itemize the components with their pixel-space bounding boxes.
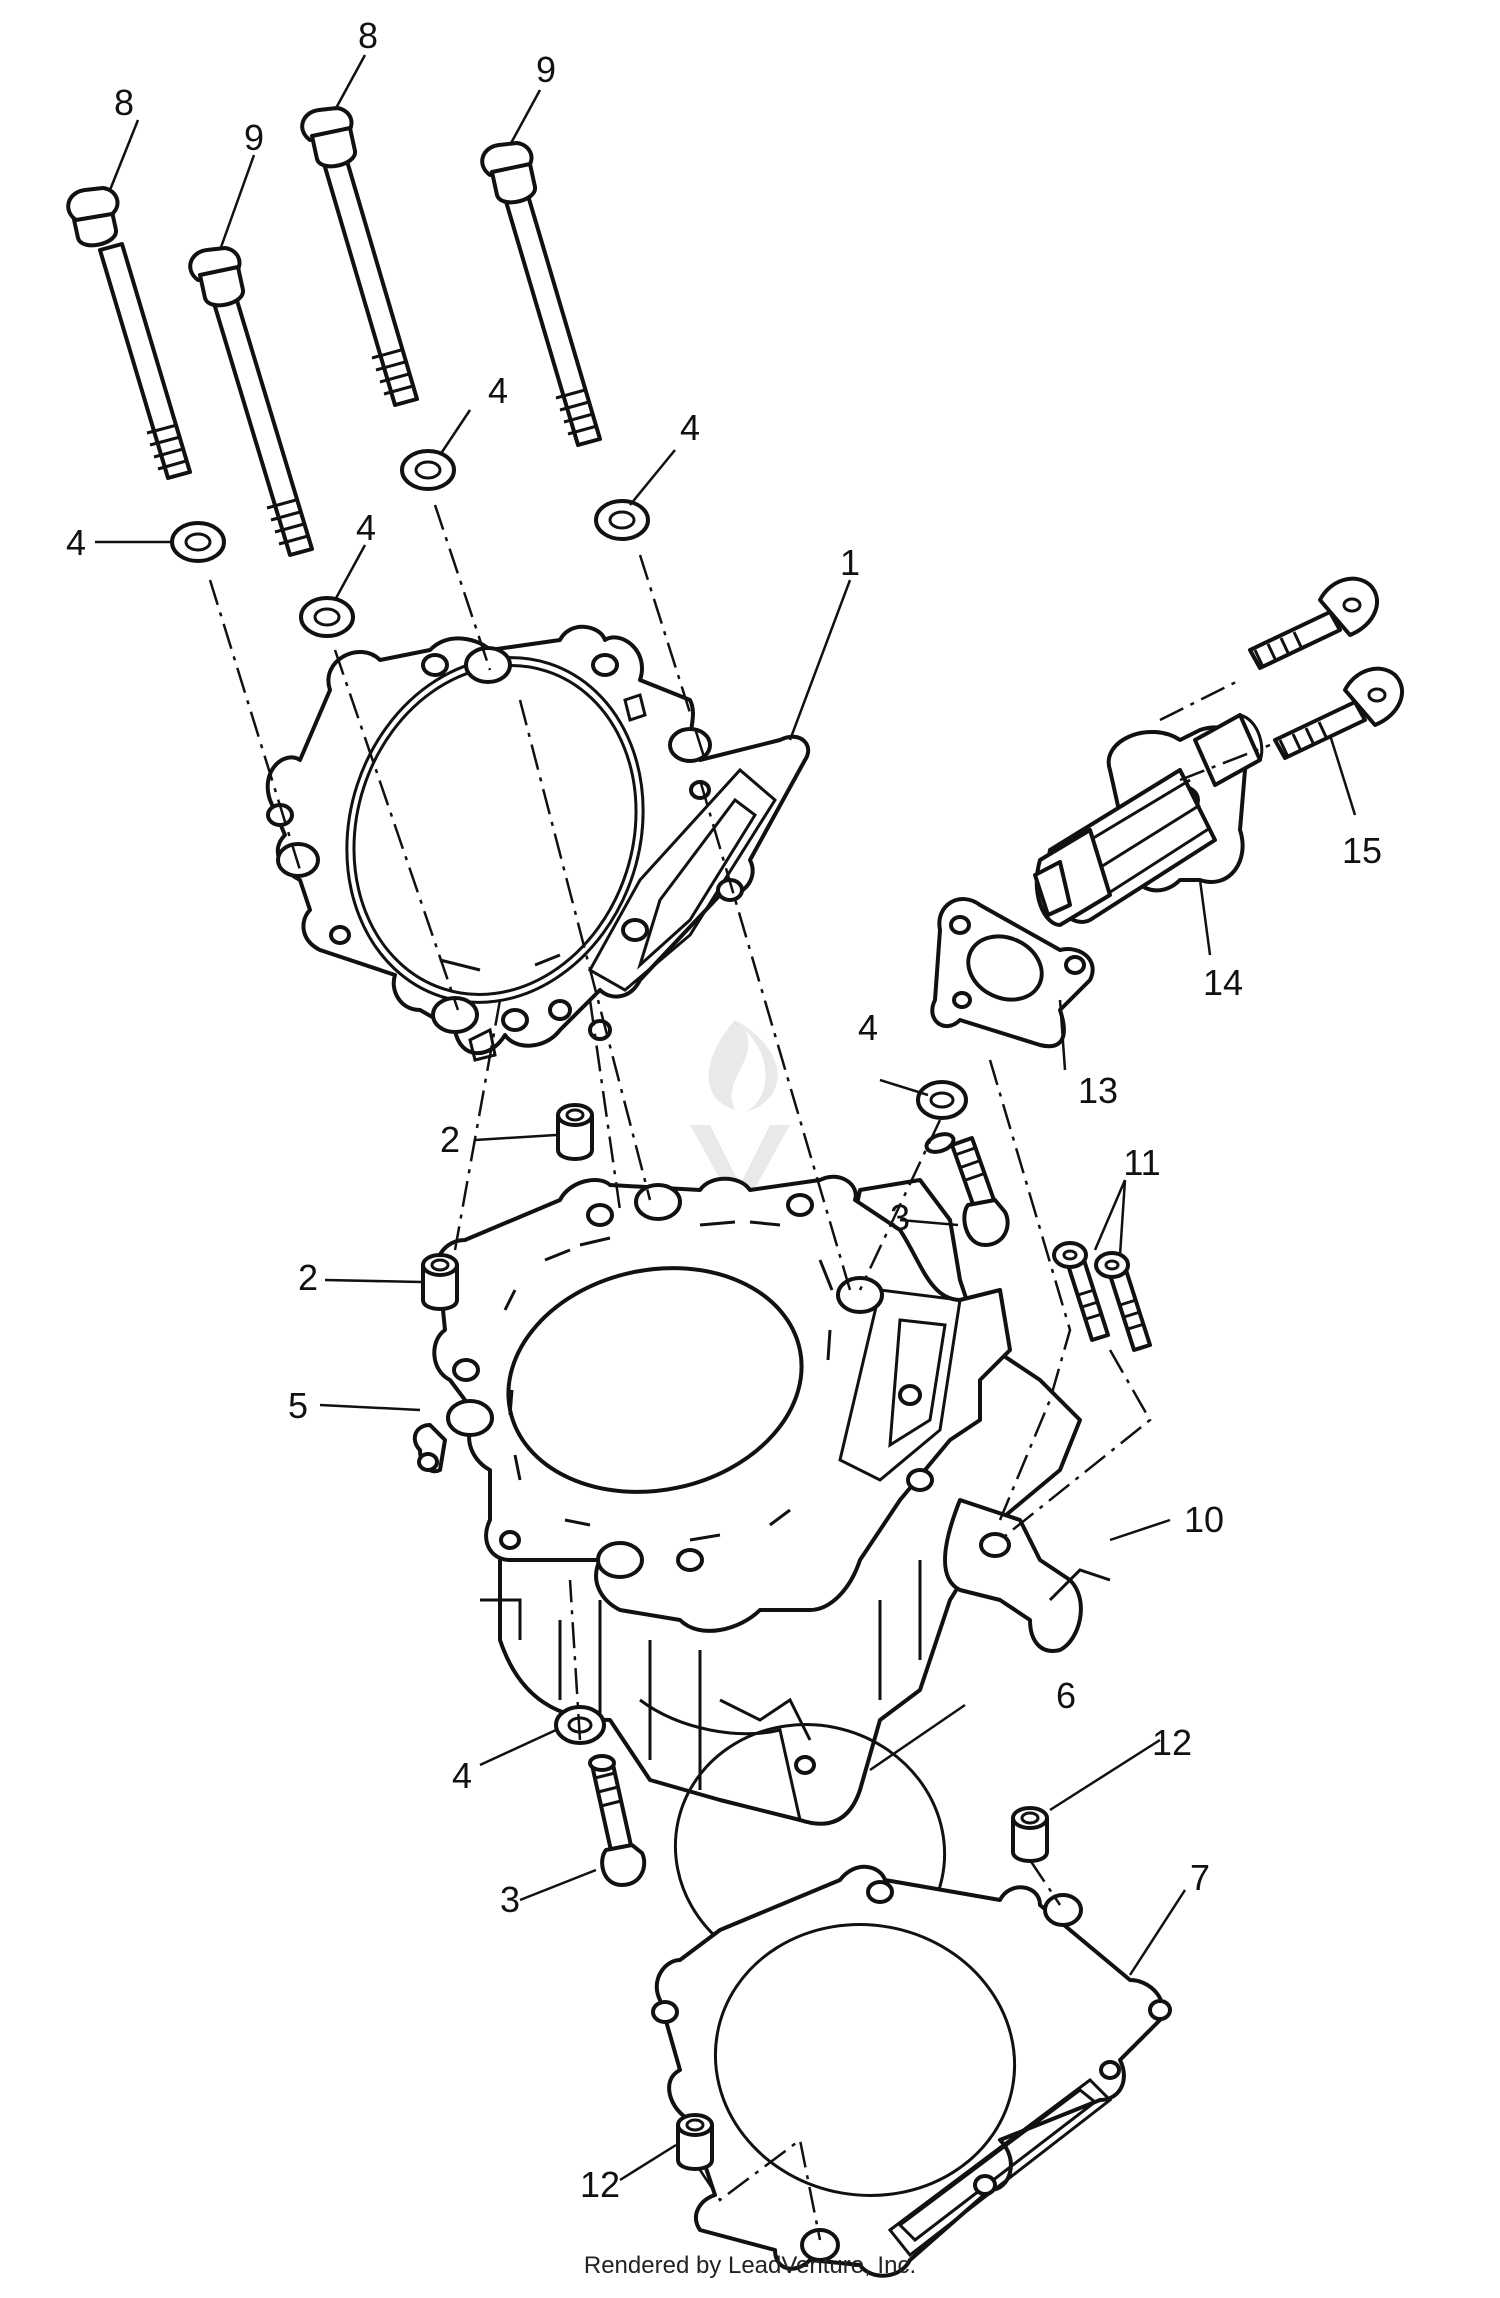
callout-2-left: 2 (298, 1257, 318, 1298)
dowel-pin-upper (556, 1103, 594, 1161)
callout-labels: 8 9 8 9 4 4 4 4 1 2 4 3 11 2 5 10 6 12 7… (66, 15, 1382, 2205)
dowel-pin-base-left (676, 2113, 714, 2171)
callout-15: 15 (1342, 830, 1382, 871)
callout-14: 14 (1203, 962, 1243, 1003)
stud-bolt-8-center (300, 106, 419, 407)
washer-c (400, 449, 456, 491)
callout-12-left: 12 (580, 2164, 620, 2205)
callout-6: 6 (1056, 1675, 1076, 1716)
callout-7: 7 (1190, 1857, 1210, 1898)
cam-chain-tensioner (1033, 713, 1264, 927)
cylinder-head-gasket (265, 624, 811, 1062)
callout-8-left: 8 (114, 82, 134, 123)
callout-11: 11 (1123, 1142, 1160, 1183)
callout-9-left: 9 (244, 117, 264, 158)
watermark-logo (690, 1020, 790, 1215)
callout-12-right: 12 (1152, 1722, 1192, 1763)
callout-4-a: 4 (66, 522, 86, 563)
callout-9-right: 9 (536, 49, 556, 90)
callout-4-c: 4 (488, 370, 508, 411)
render-credit: Rendered by LeadVenture, Inc. (583, 2252, 917, 2279)
callout-leaders (95, 54, 1357, 2182)
assembly-axis-lines (208, 504, 1271, 2241)
washer-b (299, 596, 355, 638)
callout-3-lower: 3 (500, 1879, 520, 1920)
cylinder-bolt-lower (588, 1754, 647, 1887)
cylinder-block (412, 1174, 1111, 1826)
callout-4-b: 4 (356, 507, 376, 548)
callout-4-d: 4 (680, 407, 700, 448)
callout-5: 5 (288, 1385, 308, 1426)
screw-11-left (1052, 1241, 1110, 1342)
washer-d (594, 499, 650, 541)
screw-11-right (1094, 1251, 1152, 1352)
callout-4-f: 4 (452, 1755, 472, 1796)
callout-3-upper: 3 (890, 1197, 910, 1238)
callout-4-e: 4 (858, 1007, 878, 1048)
washer-a (170, 521, 226, 563)
callout-13: 13 (1078, 1070, 1118, 1111)
tensioner-bolt-upper (1248, 576, 1380, 670)
cylinder-bolt-upper (924, 1132, 1010, 1247)
callout-1: 1 (840, 542, 860, 583)
callout-8-center: 8 (358, 15, 378, 56)
stud-bolt-9-left (188, 246, 314, 557)
cylinder-base-gasket (651, 1864, 1172, 2278)
dowel-pin-left (421, 1253, 459, 1311)
stud-bolt-9-right (480, 141, 602, 447)
callout-2-upper: 2 (440, 1119, 460, 1160)
stud-bolt-8-left (66, 186, 192, 480)
callout-10: 10 (1184, 1499, 1224, 1540)
dowel-pin-base-right (1011, 1806, 1049, 1863)
tensioner-bolt-lower (1273, 666, 1405, 760)
tensioner-gasket (930, 897, 1095, 1049)
washer-e (916, 1080, 968, 1120)
